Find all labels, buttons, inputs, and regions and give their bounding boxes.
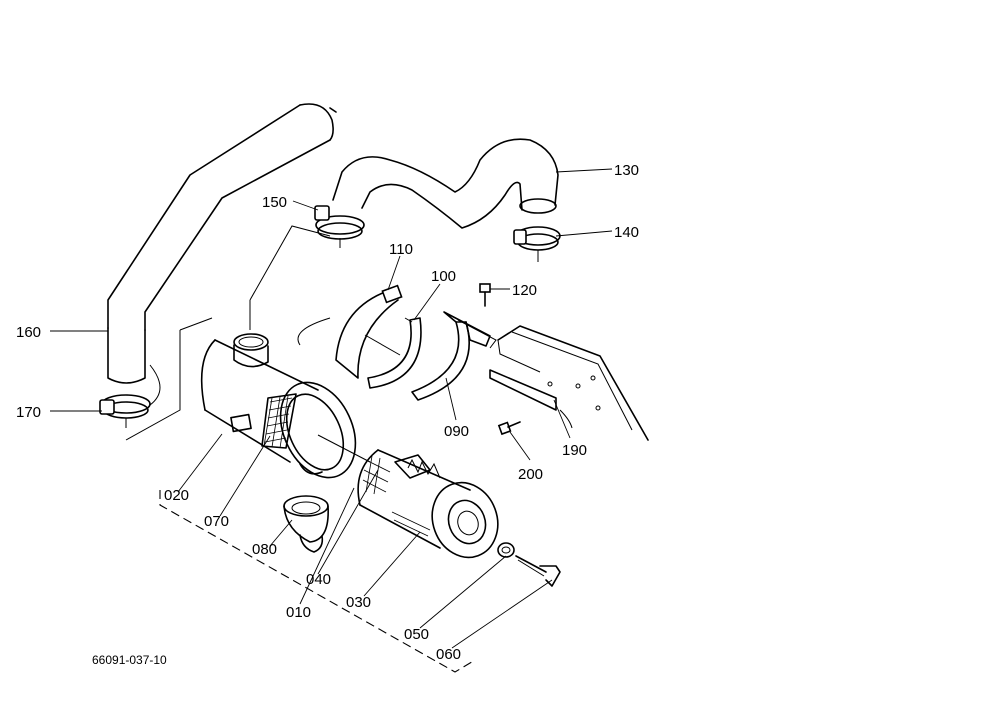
callout-110: 110: [389, 241, 413, 258]
callout-020: 020: [164, 487, 189, 504]
hose-160: [107, 103, 337, 406]
air-cleaner-body-020: [200, 333, 357, 479]
callout-090: 090: [444, 423, 469, 440]
nut-050: [497, 542, 515, 558]
document-number: 66091-037-10: [92, 653, 167, 667]
callout-190: 190: [562, 442, 587, 459]
bolt-120: [479, 283, 491, 307]
callout-120: 120: [512, 282, 537, 299]
callout-150: 150: [262, 194, 287, 211]
callout-160: 160: [16, 324, 41, 341]
clamp-140: [513, 226, 561, 262]
callout-030: 030: [346, 594, 371, 611]
callout-080: 080: [252, 541, 277, 558]
callout-050: 050: [404, 626, 429, 643]
bracket-090: [411, 311, 497, 401]
callout-060: 060: [436, 646, 461, 663]
callout-labels: 130 140 150 110 100 120 160 170 090 190 …: [16, 162, 639, 667]
clamp-170: [99, 394, 151, 428]
evacuator-valve-080: [283, 495, 329, 553]
callout-040: 040: [306, 571, 331, 588]
wing-bolt-060: [515, 555, 561, 587]
stay-190: [489, 325, 649, 441]
leader-lines: [50, 168, 613, 649]
callout-010: 010: [286, 604, 311, 621]
callout-130: 130: [614, 162, 639, 179]
callout-100: 100: [431, 268, 456, 285]
callout-070: 070: [204, 513, 229, 530]
bolt-200: [497, 421, 521, 436]
band-110: [297, 284, 403, 379]
callout-140: 140: [614, 224, 639, 241]
hose-130: [332, 138, 559, 229]
guide-lines: [125, 225, 401, 463]
clamp-150: [314, 205, 365, 248]
callout-170: 170: [16, 404, 41, 421]
callout-200: 200: [518, 466, 543, 483]
band-100: [367, 317, 422, 389]
element-030: [357, 449, 499, 559]
